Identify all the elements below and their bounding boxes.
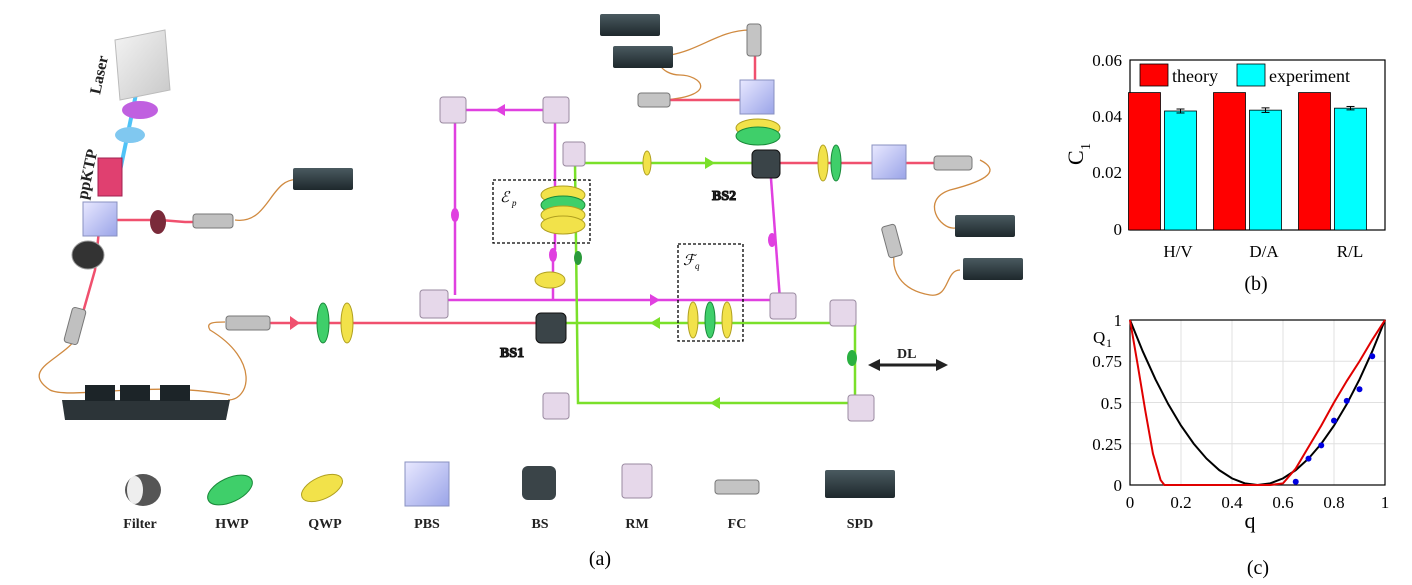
chart-b-ytick: 0.02	[1092, 163, 1122, 182]
laser-label: Laser	[87, 54, 112, 96]
fiber-couplers	[637, 23, 973, 259]
f-operation-box: ℱ q⃗	[677, 243, 744, 342]
chart-c-xtick: 0.4	[1221, 493, 1243, 512]
chart-b-ytick: 0.06	[1092, 51, 1122, 70]
chart-c-xtick: 0.2	[1170, 493, 1191, 512]
chart-b-x-ticks: H/V D/A R/L	[1163, 242, 1363, 261]
data-point	[1331, 417, 1337, 424]
component-legend: Filter HWP QWP PBS BS RM FC SPD	[123, 461, 895, 532]
chart-b-ytick: 0	[1114, 220, 1123, 239]
chart-c-x-ticks: 0 0.2 0.4 0.6 0.8 1	[1126, 493, 1390, 512]
chart-c-xtick: 0.8	[1323, 493, 1344, 512]
legend-swatch-experiment	[1236, 63, 1266, 87]
delay-line-arrow: DL	[868, 347, 948, 371]
chart-c-xlabel: q	[1245, 508, 1256, 533]
curve-red	[1129, 319, 1386, 486]
data-point	[1356, 386, 1363, 393]
bs2-label: BS2	[712, 189, 736, 204]
caption-b: (b)	[1244, 273, 1267, 295]
magenta-beam	[440, 104, 782, 306]
legend-label-experiment: experiment	[1269, 66, 1350, 86]
bar-chart-c1: 0 0.02 0.04 0.06 theory experiment H/V D…	[1063, 51, 1386, 295]
chart-c-xtick: 0.6	[1272, 493, 1293, 512]
bar-theory	[1128, 92, 1161, 231]
bar-theory	[1298, 92, 1331, 231]
legend-label-theory: theory	[1172, 66, 1218, 86]
qwp-icon	[301, 473, 343, 503]
source-components	[63, 201, 271, 346]
delay-line-label: DL	[897, 347, 916, 362]
legend-swatch-theory	[1139, 63, 1169, 87]
chart-c-y-ticks: 0 0.25 0.5 0.75 1	[1092, 311, 1122, 495]
filter-icon	[125, 474, 161, 506]
bar-theory	[1213, 92, 1246, 231]
line-chart-q1: 0 0.25 0.5 0.75 1 0 0.2 0.4 0.6 0.8 1 Q …	[1092, 311, 1389, 579]
chart-b-ylabel-subscript: 1	[1079, 143, 1094, 150]
f-operation-label: ℱ	[683, 253, 698, 269]
red-beam	[76, 40, 945, 331]
hwp-icon	[207, 474, 253, 506]
bar-experiment	[1164, 110, 1197, 231]
data-point	[1292, 478, 1299, 485]
data-point	[1343, 397, 1350, 404]
f-operation-subscript: q⃗	[695, 261, 707, 271]
bs1-label: BS1	[500, 346, 524, 361]
beam-splitters: BS1 BS2	[500, 149, 781, 362]
bar-experiment	[1249, 109, 1282, 231]
chart-c-ytick: 0.75	[1092, 352, 1122, 371]
chart-b-xtick: D/A	[1249, 242, 1279, 261]
e-operation-subscript: p⃗	[511, 198, 524, 208]
data-point	[1369, 353, 1376, 360]
chart-c-ylabel-subscript: 1	[1106, 336, 1112, 350]
pbs-icon	[404, 461, 450, 507]
chart-b-ylabel: C	[1063, 150, 1088, 165]
chart-b-xtick: H/V	[1163, 242, 1193, 261]
chart-c-xtick: 1	[1381, 493, 1390, 512]
chart-c-ytick: 1	[1114, 311, 1123, 330]
legend-label-hwp: HWP	[215, 517, 249, 532]
reflective-mirrors	[419, 96, 875, 422]
chart-b-ytick: 0.04	[1092, 107, 1122, 126]
legend-label-filter: Filter	[123, 517, 156, 532]
caption-c: (c)	[1247, 557, 1269, 579]
bs-icon	[522, 466, 556, 500]
waveplates	[316, 118, 842, 344]
rm-icon	[621, 463, 653, 499]
legend-label-fc: FC	[728, 517, 747, 532]
chart-b-legend: theory experiment	[1139, 63, 1350, 87]
chart-c-ytick: 0.25	[1092, 435, 1122, 454]
legend-label-spd: SPD	[847, 517, 873, 532]
e-operation-box: ℰ p⃗	[492, 179, 591, 244]
legend-label-rm: RM	[625, 517, 648, 532]
legend-label-qwp: QWP	[308, 517, 342, 532]
spd-icon	[825, 470, 895, 498]
legend-label-bs: BS	[531, 517, 548, 532]
optical-fibers	[38, 29, 991, 401]
bar-experiment	[1334, 107, 1367, 231]
data-point	[1305, 455, 1312, 462]
caption-a: (a)	[589, 548, 611, 570]
chart-c-xtick: 0	[1126, 493, 1135, 512]
green-beam	[545, 157, 857, 409]
crystal-label: ppKTP	[74, 147, 101, 200]
chart-b-y-ticks: 0 0.02 0.04 0.06	[1092, 51, 1122, 239]
chart-b-xtick: R/L	[1337, 242, 1363, 261]
polarizing-beam-splitters	[739, 79, 907, 180]
e-operation-label: ℰ	[500, 190, 511, 206]
chart-c-ytick: 0.5	[1101, 394, 1122, 413]
fc-icon	[714, 479, 760, 495]
chart-c-ylabel: Q	[1093, 328, 1105, 347]
single-photon-detectors	[293, 14, 1023, 280]
legend-label-pbs: PBS	[414, 517, 440, 532]
translation-rail	[62, 385, 230, 420]
chart-c-ytick: 0	[1114, 476, 1123, 495]
data-point	[1318, 442, 1325, 449]
laser: Laser ppKTP	[74, 29, 171, 201]
